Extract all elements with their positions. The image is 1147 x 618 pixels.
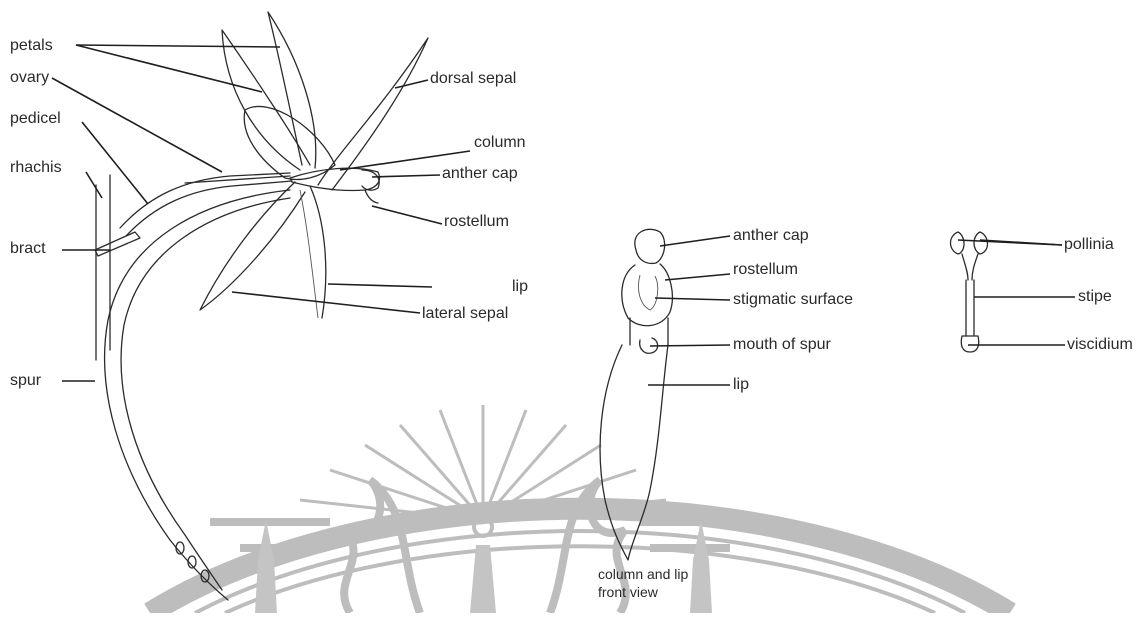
leader-petals-2 <box>76 45 262 92</box>
label-rhachis: rhachis <box>10 159 62 177</box>
leader-petals-1 <box>76 45 280 47</box>
label-bract: bract <box>10 240 46 258</box>
label-pollinia: pollinia <box>1064 236 1114 254</box>
caption-front-view-line2: front view <box>598 584 658 600</box>
label-petals: petals <box>10 37 53 55</box>
anther-cap-shape <box>362 170 379 190</box>
lateral-sepal-shape <box>200 182 305 310</box>
label-ovary: ovary <box>10 69 49 87</box>
watermark-spire <box>470 545 496 613</box>
leader-rhachis <box>86 172 102 198</box>
petal-right <box>268 12 316 168</box>
label-column: column <box>474 134 526 152</box>
label-spur: spur <box>10 372 41 390</box>
label-front-lip: lip <box>733 376 749 394</box>
label-stigmatic-surface: stigmatic surface <box>733 291 853 309</box>
leader-stigmatic-surface <box>655 298 730 300</box>
front-column <box>622 264 673 326</box>
leader-mouth-of-spur <box>650 345 730 346</box>
watermark-tower-right <box>690 520 712 613</box>
label-pedicel: pedicel <box>10 110 61 128</box>
label-front-rostellum: rostellum <box>733 261 798 279</box>
front-lip <box>600 345 668 560</box>
label-dorsal-sepal: dorsal sepal <box>430 70 516 88</box>
label-viscidium: viscidium <box>1067 336 1133 354</box>
pollinia-drawing <box>951 232 988 352</box>
leader-dorsal-sepal <box>395 80 428 88</box>
label-front-anther-cap: anther cap <box>733 227 809 245</box>
label-stipe: stipe <box>1078 288 1112 306</box>
watermark-seal <box>150 405 1010 613</box>
label-lip: lip <box>512 278 528 296</box>
leader-lip <box>328 284 432 287</box>
bract-shape <box>95 232 140 256</box>
leader-anther-cap <box>372 175 440 177</box>
label-anther-cap: anther cap <box>442 165 518 183</box>
dorsal-sepal-shape <box>318 38 428 190</box>
leader-lateral-sepal <box>232 292 420 313</box>
lip-shape <box>310 186 326 318</box>
caption-front-view-line1: column and lip <box>598 566 688 582</box>
rostellum-shape <box>365 190 378 203</box>
watermark-sun-rays <box>210 405 760 548</box>
leader-rostellum <box>372 206 442 224</box>
leader-ovary <box>52 78 222 172</box>
label-mouth-of-spur: mouth of spur <box>733 336 831 354</box>
watermark-tower-left <box>255 520 277 613</box>
leader-pedicel <box>82 122 148 204</box>
petal-left <box>222 30 310 170</box>
label-rostellum: rostellum <box>444 213 509 231</box>
leader-lines <box>52 45 1075 385</box>
leader-front-rostellum <box>665 274 730 280</box>
leader-pollinia-2 <box>980 240 1062 245</box>
leader-front-anther-cap <box>660 236 730 246</box>
label-lateral-sepal: lateral sepal <box>422 305 508 323</box>
